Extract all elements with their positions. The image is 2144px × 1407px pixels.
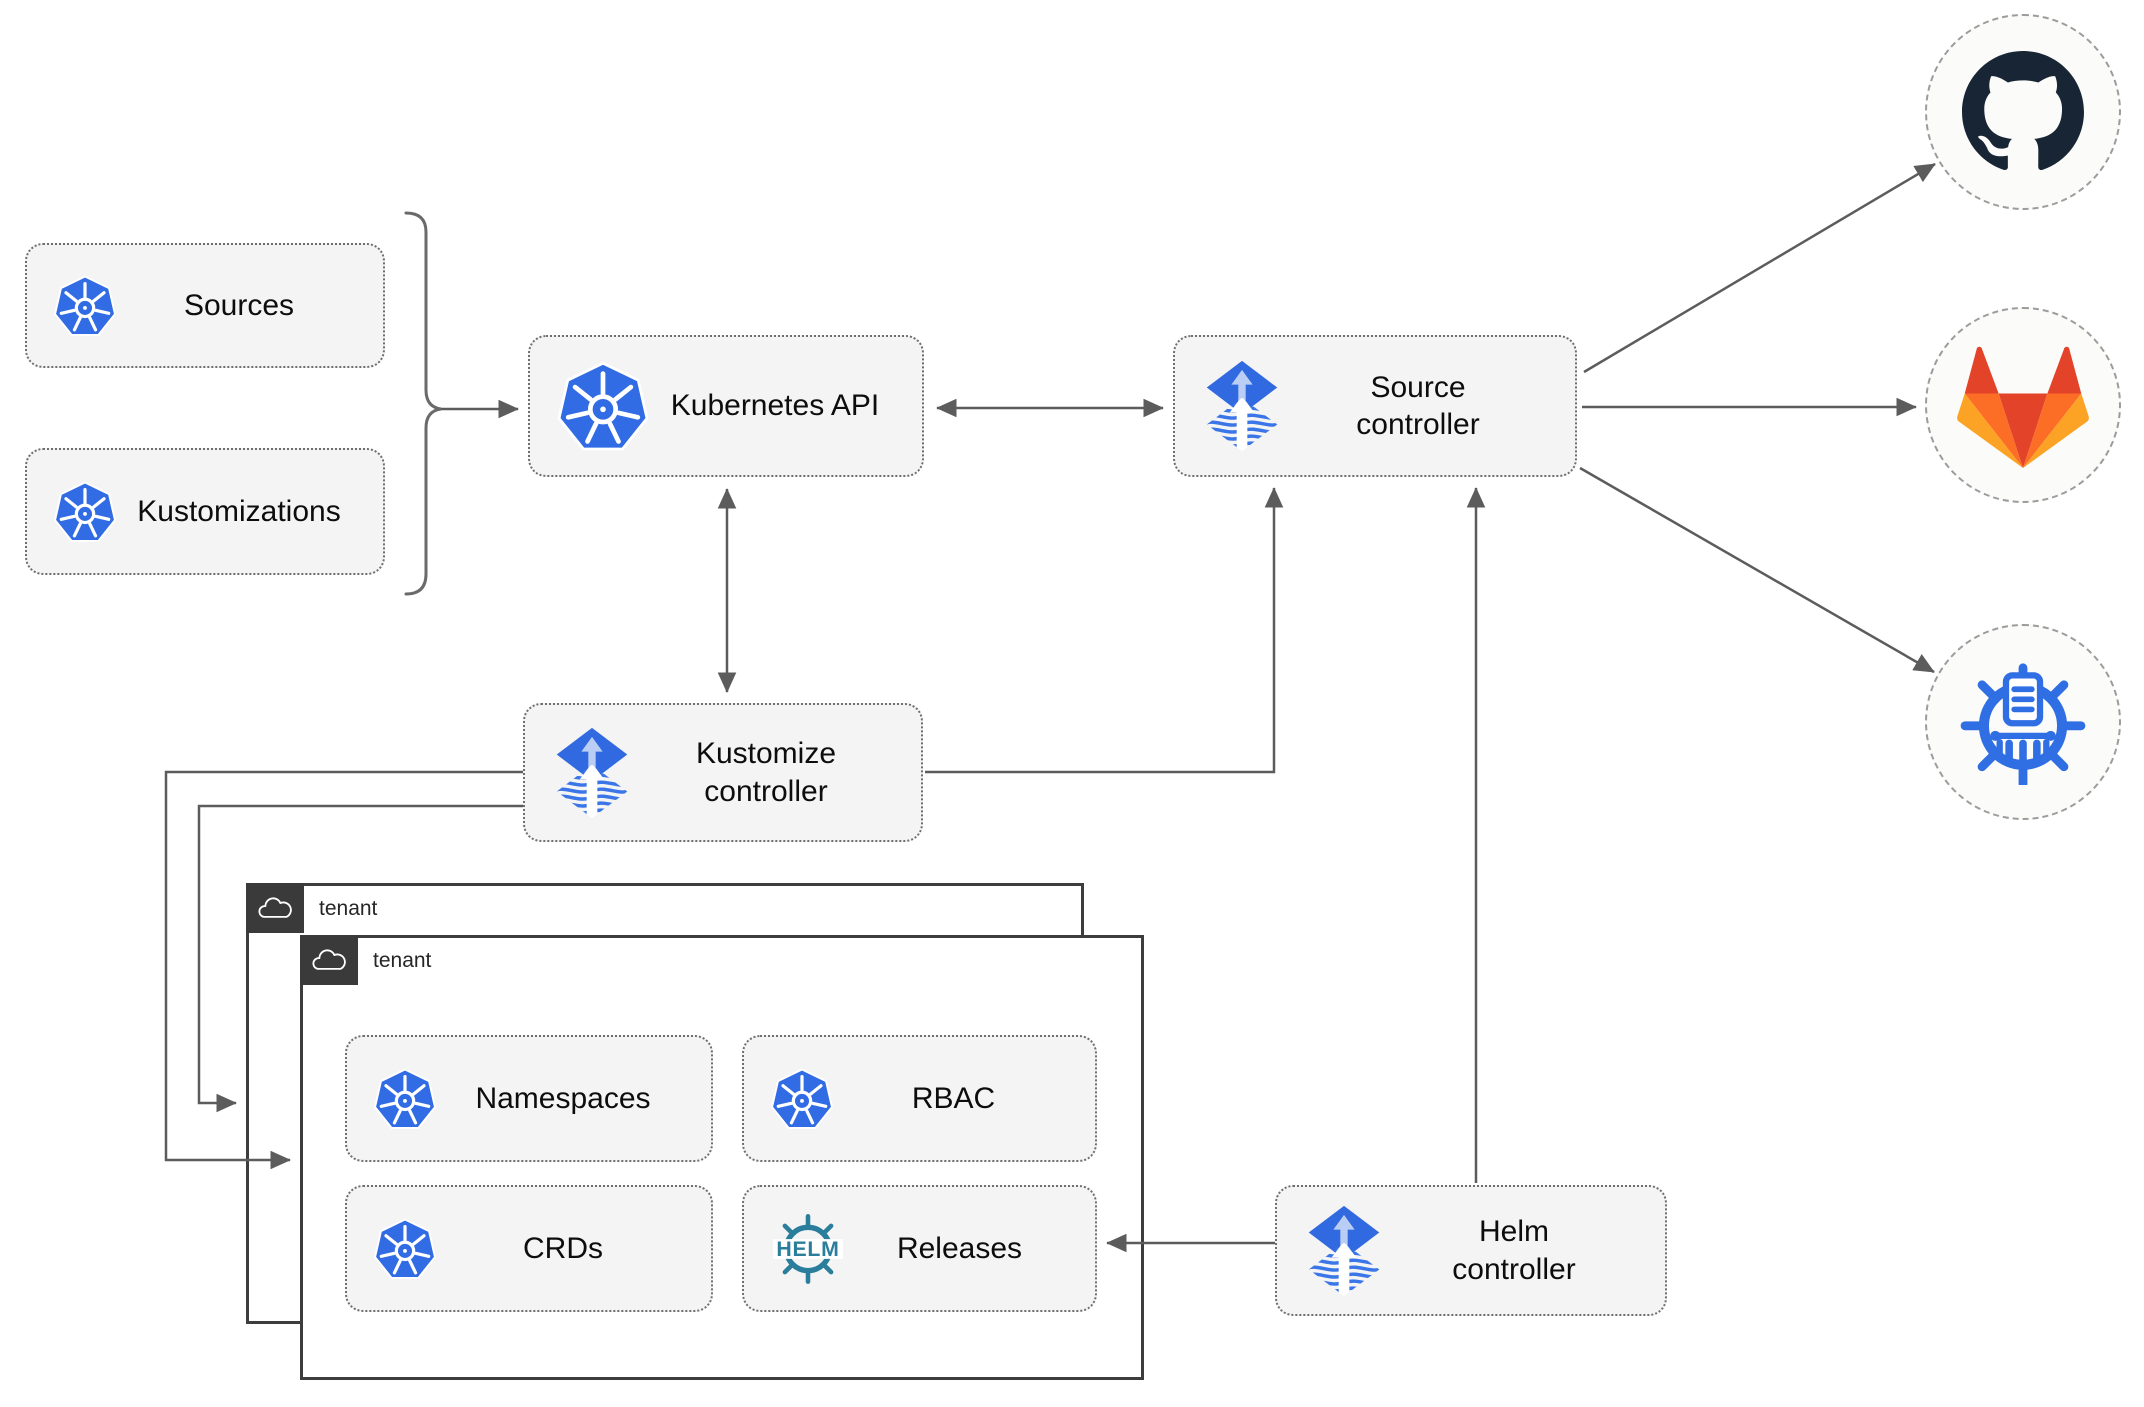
kustomize-controller-node: Kustomize controller — [523, 703, 923, 842]
kubernetes-icon — [373, 1217, 437, 1280]
github-icon — [1962, 51, 2084, 170]
gitlab-node — [1925, 307, 2121, 503]
kubernetes-icon — [53, 480, 117, 543]
crds-label: CRDs — [523, 1231, 603, 1265]
edge-source-controller-to-github — [1583, 162, 1936, 374]
kubernetes-icon — [373, 1067, 437, 1130]
kustomizations-label: Kustomizations — [137, 494, 341, 528]
cloud-icon — [258, 896, 292, 918]
chartmuseum-icon — [1960, 659, 2086, 785]
kubernetes-icon — [556, 361, 650, 452]
grouping-brace — [404, 211, 442, 596]
crds-node: CRDs — [345, 1185, 713, 1312]
source-controller-node: Source controller — [1173, 335, 1577, 477]
kubernetes-icon — [770, 1067, 834, 1130]
source-controller-label: Source controller — [1356, 370, 1480, 442]
namespaces-label: Namespaces — [475, 1081, 651, 1115]
chartmuseum-node — [1925, 624, 2121, 820]
kubernetes-icon — [53, 274, 117, 337]
flux-icon — [551, 727, 633, 819]
sources-node: Sources — [25, 243, 385, 368]
github-node — [1925, 14, 2121, 210]
rbac-label: RBAC — [911, 1081, 996, 1115]
namespaces-node: Namespaces — [345, 1035, 713, 1162]
flux-icon — [1303, 1205, 1385, 1297]
gitlab-icon — [1957, 346, 2089, 468]
releases-node: Releases — [742, 1185, 1097, 1312]
sources-label: Sources — [183, 288, 295, 322]
helm-controller-node: Helm controller — [1275, 1185, 1667, 1316]
rbac-node: RBAC — [742, 1035, 1097, 1162]
cloud-icon — [312, 948, 346, 970]
kubernetes-api-label: Kubernetes API — [670, 389, 880, 423]
kubernetes-api-node: Kubernetes API — [528, 335, 924, 477]
releases-label: Releases — [896, 1231, 1023, 1265]
tenant-label: tenant — [373, 949, 432, 972]
edge-kustomize-controller-to-source-controller — [925, 487, 1284, 774]
tenant-header — [300, 935, 358, 985]
flux-icon — [1201, 360, 1283, 452]
edge-source-controller-to-chartmuseum — [1579, 466, 1935, 674]
tenant-header — [246, 883, 304, 933]
helm-icon — [770, 1211, 846, 1287]
tenant-label: tenant — [319, 897, 378, 920]
kustomizations-node: Kustomizations — [25, 448, 385, 575]
helm-controller-label: Helm controller — [1452, 1215, 1576, 1286]
kustomize-controller-label: Kustomize controller — [695, 737, 837, 808]
